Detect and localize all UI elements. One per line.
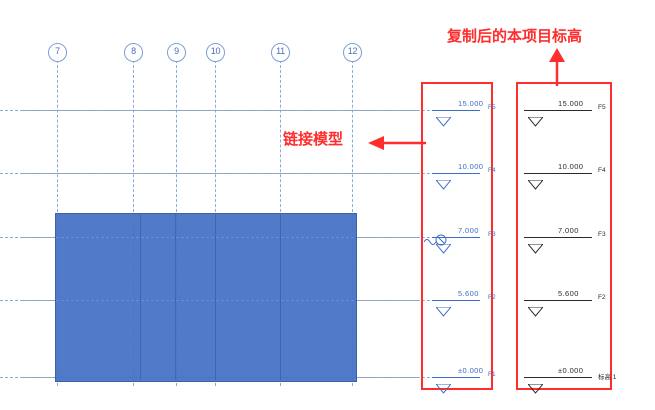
grid-bubble-8[interactable]: 8 [124,43,143,62]
level-bar [432,237,480,238]
grid-bubble-11[interactable]: 11 [271,43,290,62]
level-bar [432,377,480,378]
level-grip-icon[interactable] [423,233,450,252]
level-name: F4 [598,167,606,174]
arrow-left-icon [368,135,426,156]
level-elevation-value: 10.000 [558,162,584,171]
level-triangle-icon [436,377,451,394]
grid-bubble-7[interactable]: 7 [48,43,67,62]
grid-bubble-9[interactable]: 9 [167,43,186,62]
level-bar [432,173,480,174]
linked-model-levels-box [421,82,493,390]
level-triangle-icon [436,237,451,254]
grid-bubble-10[interactable]: 10 [206,43,225,62]
grid-bubble-12[interactable]: 12 [343,43,362,62]
copied-levels-box [516,82,612,390]
level-elevation-value: 7.000 [458,226,479,235]
level-name: F2 [488,294,496,301]
massing-level-dash-f3 [56,237,354,238]
level-line-extension-f4 [0,173,470,174]
level-name: F5 [598,104,606,111]
level-bar [432,110,480,111]
level-name: F1 [488,371,496,378]
massing-level-dash-f2 [56,300,354,301]
massing-divider-2 [175,213,176,380]
level-triangle-icon [528,237,543,254]
level-name: 标高 1 [598,374,617,381]
arrow-up-icon [548,48,566,91]
level-elevation-value: 15.000 [458,99,484,108]
level-name: F5 [488,104,496,111]
level-triangle-icon [436,300,451,317]
massing-divider-4 [280,213,281,380]
level-elevation-value: 10.000 [458,162,484,171]
level-elevation-value: ±0.000 [558,366,584,375]
level-elevation-value: 5.600 [458,289,479,298]
massing-divider-1 [140,213,141,380]
level-bar [524,110,592,111]
level-bar [524,237,592,238]
level-elevation-value: 5.600 [558,289,579,298]
level-name: F3 [598,231,606,238]
level-elevation-value: 7.000 [558,226,579,235]
level-bar [432,300,480,301]
annotation-linked-model: 链接模型 [283,131,344,148]
level-line-extension-f5 [0,110,470,111]
level-triangle-icon [436,110,451,127]
level-bar [524,300,592,301]
level-triangle-icon [528,173,543,190]
linked-model-massing[interactable] [55,213,357,382]
level-triangle-icon [528,377,543,394]
massing-divider-3 [215,213,216,380]
annotation-copied-levels: 复制后的本项目标高 [447,28,583,45]
level-triangle-icon [436,173,451,190]
level-name: F2 [598,294,606,301]
level-bar [524,377,592,378]
level-bar [524,173,592,174]
level-elevation-value: 15.000 [558,99,584,108]
level-name: F4 [488,167,496,174]
level-name: F3 [488,231,496,238]
level-triangle-icon [528,110,543,127]
level-elevation-value: ±0.000 [458,366,484,375]
level-triangle-icon [528,300,543,317]
